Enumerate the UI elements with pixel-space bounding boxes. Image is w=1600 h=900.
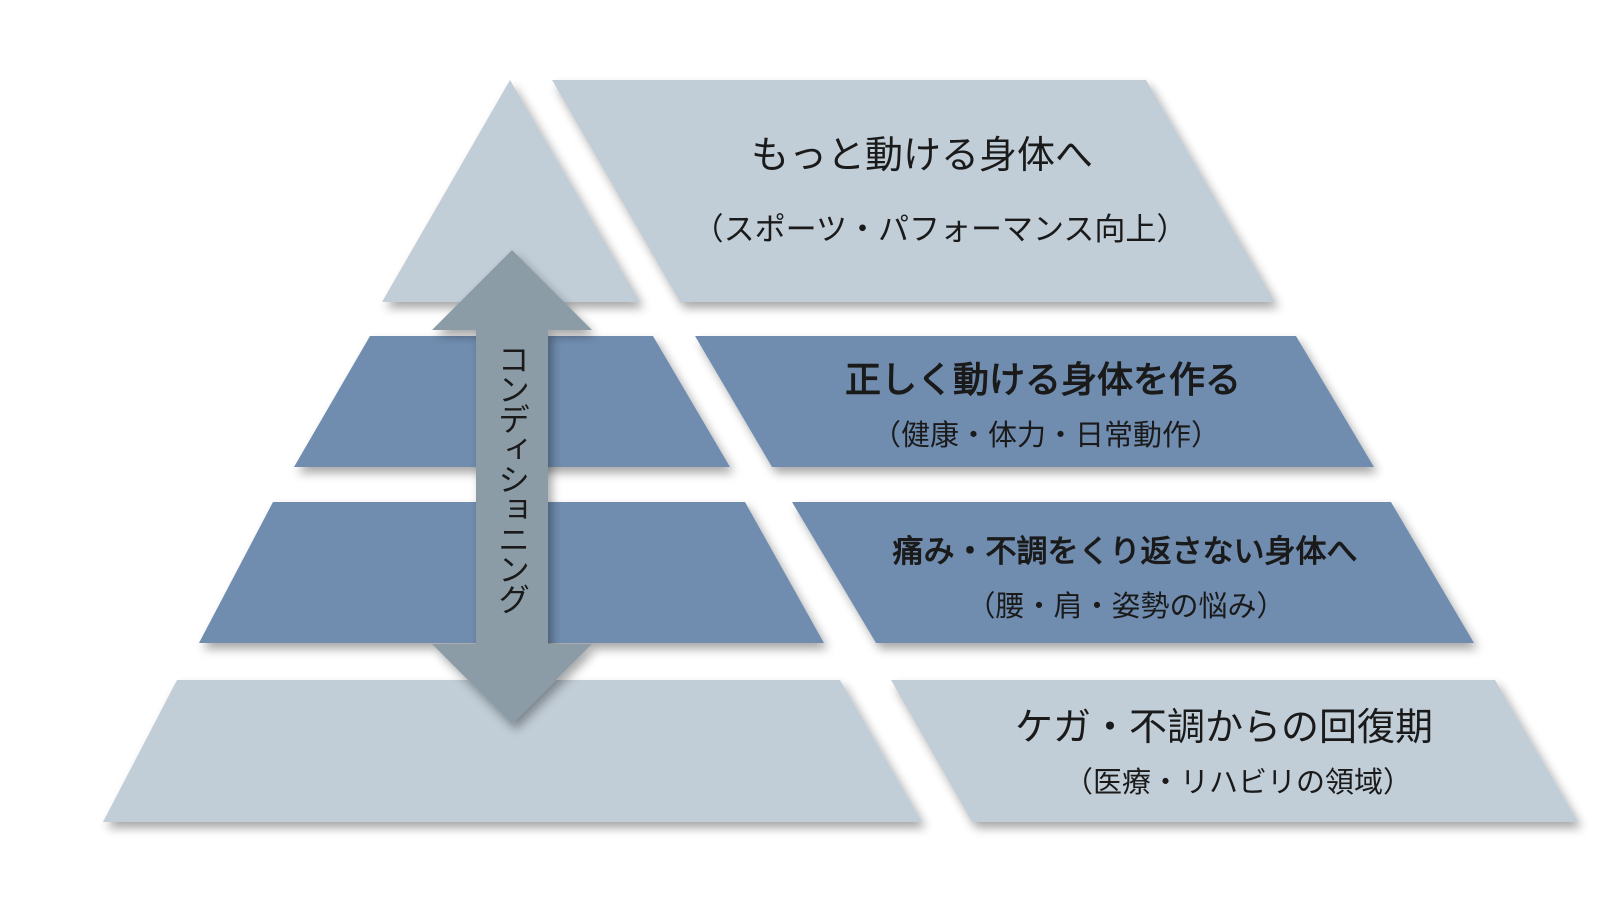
tier-1-right-shape [552, 80, 1275, 302]
tier-3-right-shape [792, 502, 1474, 643]
tier-2-subtitle: （健康・体力・日常動作） [872, 418, 1220, 452]
tier-4-left-shape [103, 680, 922, 822]
tier-4-right-shape [891, 680, 1578, 822]
tier-2-right-shape [695, 336, 1374, 467]
tier-3-title: 痛み・不調をくり返さない身体へ [893, 534, 1358, 570]
tier-1-left-shape [382, 80, 640, 302]
tier-4-title: ケガ・不調からの回復期 [1015, 705, 1433, 749]
double-headed-vertical-arrow-icon [432, 250, 592, 724]
tier-1-title: もっと動ける身体へ [751, 133, 1093, 177]
arrow-label: コンディショニング [493, 343, 531, 614]
tier-2-title: 正しく動ける身体を作る [845, 359, 1241, 401]
tier-3-subtitle: （腰・肩・姿勢の悩み） [966, 589, 1285, 623]
tier-4-subtitle: （医療・リハビリの領域） [1064, 765, 1412, 799]
tier-1-subtitle: （スポーツ・パフォーマンス向上） [693, 212, 1188, 248]
